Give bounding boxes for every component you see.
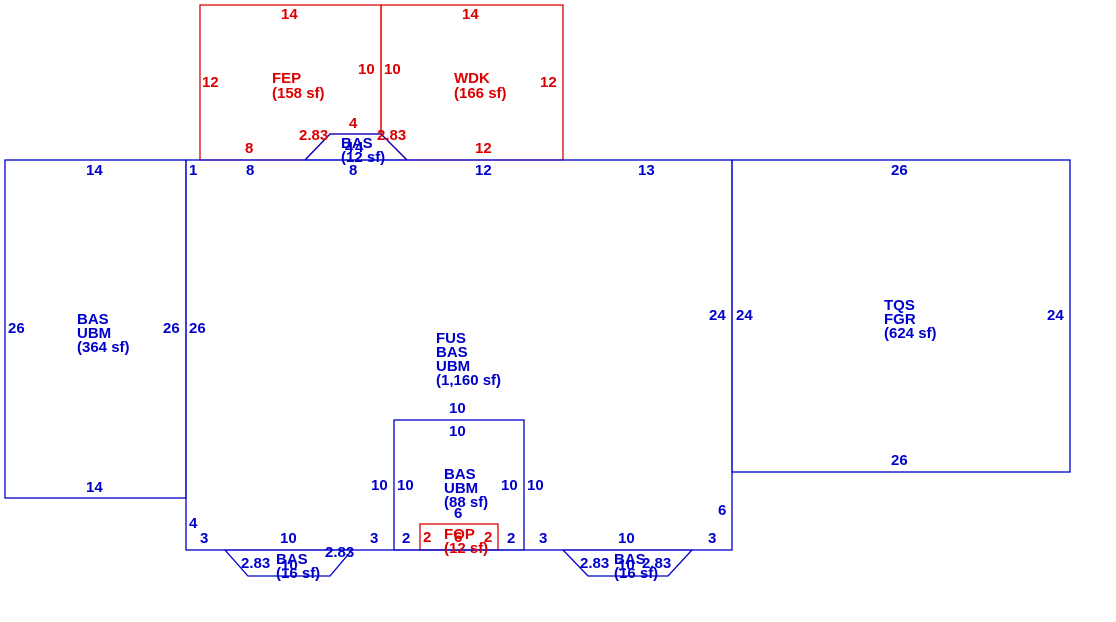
- dim-main-top-one: 1: [189, 162, 197, 179]
- dim-fop-right: 2: [484, 529, 492, 546]
- tqs-area-label: TQS FGR (624 sf): [884, 297, 937, 342]
- dim-tqs-right: 24: [1047, 307, 1064, 324]
- bas-bottom-right-bay-outline: [561, 549, 694, 577]
- dim-inner-right-inner: 10: [501, 477, 518, 494]
- dim-left-right: 26: [163, 320, 180, 337]
- dim-bay-bl-bottom: 10: [281, 557, 298, 574]
- dim-main-bottom-3d: 3: [708, 530, 716, 547]
- dim-fop-top: 6: [454, 529, 462, 546]
- dim-bay-top-right-diag: 2.83: [377, 127, 406, 144]
- dim-inner-left-outer: 10: [371, 477, 388, 494]
- dim-left-top: 14: [86, 162, 103, 179]
- dim-wdk-left: 10: [384, 61, 401, 78]
- dim-wdk-top: 14: [462, 6, 479, 23]
- dim-main-left: 26: [189, 320, 206, 337]
- main-area-label: FUS BAS UBM (1,160 sf): [436, 330, 501, 389]
- blue-dimensions: 4 4 8 14 26 26 14 1 8 12 13 26 24 6 4 3 …: [8, 139, 1064, 574]
- dim-fep-left: 12: [202, 74, 219, 91]
- bas-bottom-left-bay-outline: [223, 549, 354, 577]
- dim-bay-br-left: 2.83: [580, 555, 609, 572]
- dim-main-left-four: 4: [189, 515, 198, 532]
- bas-top-bay-outline: [303, 133, 409, 161]
- dim-main-top-thirteen: 13: [638, 162, 655, 179]
- dim-main-right: 24: [709, 307, 726, 324]
- dim-main-bottom-10a: 10: [280, 530, 297, 547]
- dim-main-bottom-2b: 2: [507, 530, 515, 547]
- bas-left-area-label: BAS UBM (364 sf): [77, 311, 130, 356]
- dim-main-bottom-3a: 3: [200, 530, 208, 547]
- dim-left-left: 26: [8, 320, 25, 337]
- dim-main-right-six: 6: [718, 502, 726, 519]
- dim-bay-top-left-diag: 2.83: [299, 127, 328, 144]
- red-dimensions: 14 12 10 8 14 10 12 12 2.83 4 2.83 2 6 2: [202, 6, 557, 546]
- dim-main-top-twelve: 12: [475, 162, 492, 179]
- dim-fop-left: 2: [423, 529, 431, 546]
- dim-inner-bottom: 6: [454, 505, 462, 522]
- dim-tqs-left: 24: [736, 307, 753, 324]
- dim-bay-top-inner-right: 4: [355, 139, 364, 156]
- bas-inner-outline: [393, 419, 525, 551]
- dim-tqs-bottom: 26: [891, 452, 908, 469]
- bas-bottom-left-area-label: BAS (16 sf): [276, 551, 320, 582]
- dim-inner-top-outer: 10: [449, 400, 466, 417]
- dim-wdk-bottom: 12: [475, 140, 492, 157]
- dim-left-bottom: 14: [86, 479, 103, 496]
- dim-bay-bl-left: 2.83: [241, 555, 270, 572]
- dim-main-bottom-3b: 3: [370, 530, 378, 547]
- bas-inner-area-label: BAS UBM (88 sf): [444, 466, 488, 511]
- bas-bottom-right-area-label: BAS (16 sf): [614, 551, 658, 582]
- dim-bay-top-top: 4: [349, 115, 358, 132]
- dim-bay-br-bottom: 10: [618, 557, 635, 574]
- dim-inner-right-outer: 10: [527, 477, 544, 494]
- dim-main-bottom-10b: 10: [618, 530, 635, 547]
- dim-tqs-top: 26: [891, 162, 908, 179]
- dim-bay-top-bottom: 8: [349, 162, 357, 179]
- dim-bay-br-right: 2.83: [642, 555, 671, 572]
- fop-area-label: FOP (12 sf): [444, 526, 488, 557]
- dim-wdk-right: 12: [540, 74, 557, 91]
- blue-shapes: [4, 133, 1071, 577]
- dim-bay-bl-right: 2.83: [325, 544, 354, 561]
- dim-main-bottom-3c: 3: [539, 530, 547, 547]
- dim-bay-top-inner-left: 4: [345, 139, 354, 156]
- dim-main-top-eight: 8: [246, 162, 254, 179]
- dim-inner-top-inner: 10: [449, 423, 466, 440]
- bas-top-area-label: BAS (12 sf): [341, 135, 385, 166]
- wdk-area-label: WDK (166 sf): [454, 70, 507, 102]
- tqs-outline: [731, 159, 1071, 473]
- dim-fep-right: 10: [358, 61, 375, 78]
- dim-main-bottom-2a: 2: [402, 530, 410, 547]
- area-labels: FEP (158 sf) WDK (166 sf) BAS (12 sf) BA…: [77, 70, 937, 582]
- dim-fep-bottom: 8: [245, 140, 253, 157]
- fep-area-label: FEP (158 sf): [272, 70, 325, 102]
- dim-fep-top: 14: [281, 6, 298, 23]
- dim-inner-left-inner: 10: [397, 477, 414, 494]
- red-shapes: [199, 4, 564, 551]
